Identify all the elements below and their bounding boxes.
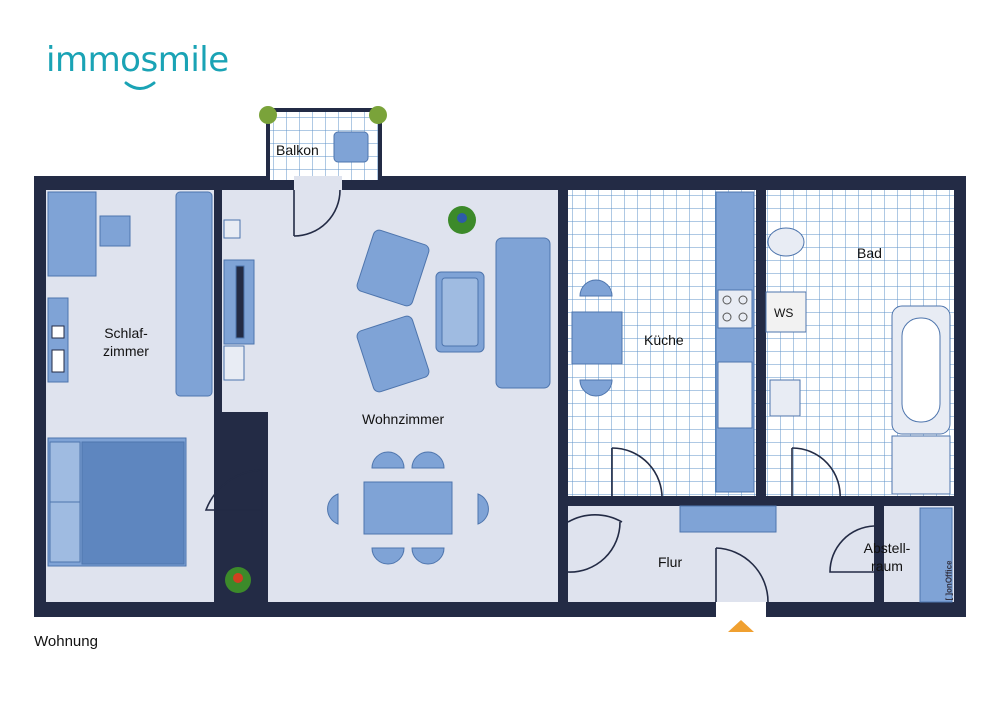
- door-entrance: [715, 547, 769, 603]
- entrance-arrow-icon: [728, 620, 754, 632]
- logo: immosmile: [46, 40, 229, 80]
- ws-label: WS: [774, 306, 794, 320]
- onoffice-mark-text: [ ]onOffice: [944, 560, 954, 601]
- onoffice-mark: [ ]onOffice: [945, 552, 965, 612]
- hall-furniture: [679, 505, 953, 603]
- room-label-kueche: Küche: [644, 332, 684, 348]
- door-balkon: [293, 189, 341, 237]
- logo-smile-icon: [124, 81, 156, 90]
- living-room-furniture: [223, 219, 551, 565]
- bedroom-furniture: [47, 191, 213, 567]
- room-label-abstellraum: Abstell- raum: [863, 540, 911, 574]
- room-label-bad: Bad: [857, 245, 882, 261]
- door-kueche: [611, 447, 663, 501]
- room-label-flur: Flur: [658, 554, 683, 570]
- logo-text: immosmile: [46, 40, 229, 80]
- door-bad: [791, 447, 841, 501]
- room-label-wohnzimmer: Wohnzimmer: [362, 411, 445, 427]
- plant-icon: [225, 106, 476, 593]
- kitchen-furniture: [571, 191, 755, 493]
- room-label-balkon: Balkon: [276, 142, 319, 158]
- door-abstellraum: [829, 525, 875, 573]
- door-wohnzimmer: [567, 513, 623, 573]
- balcony-chair-icon: [333, 131, 369, 163]
- plan-caption: Wohnung: [34, 633, 98, 650]
- bathroom-furniture: [765, 227, 951, 495]
- room-label-schlafzimmer: Schlaf- zimmer: [103, 325, 149, 359]
- door-schlafzimmer: [204, 469, 263, 540]
